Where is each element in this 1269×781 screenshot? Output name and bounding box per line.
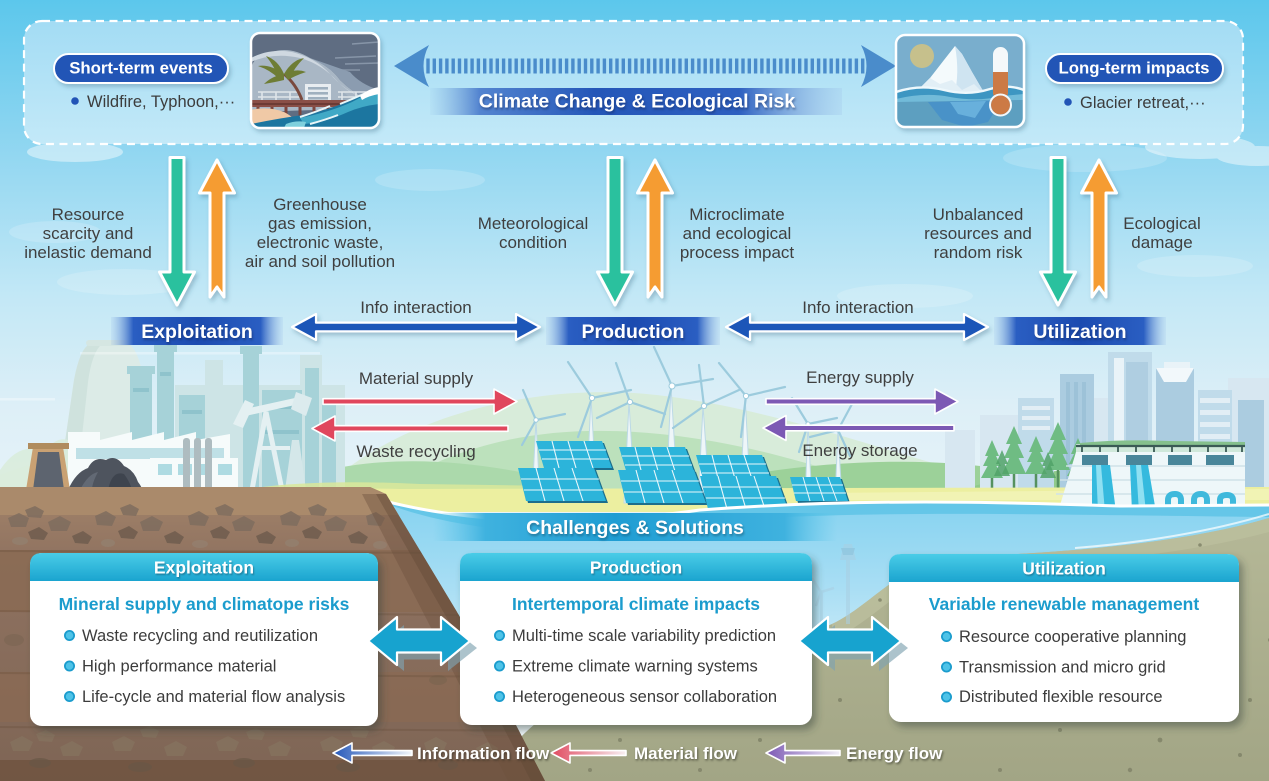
- svg-text:Unbalanced: Unbalanced: [933, 205, 1024, 224]
- svg-text:random risk: random risk: [934, 243, 1023, 262]
- svg-text:Info interaction: Info interaction: [360, 298, 472, 317]
- svg-text:Variable renewable management: Variable renewable management: [929, 594, 1200, 614]
- svg-text:scarcity and: scarcity and: [43, 224, 134, 243]
- svg-text:Information flow: Information flow: [417, 744, 550, 763]
- svg-text:Energy supply: Energy supply: [806, 368, 914, 387]
- svg-text:Long-term impacts: Long-term impacts: [1058, 59, 1209, 78]
- svg-text:Transmission and micro grid: Transmission and micro grid: [959, 659, 1166, 677]
- svg-text:Life-cycle and material flow a: Life-cycle and material flow analysis: [82, 688, 345, 706]
- svg-text:Production: Production: [582, 321, 685, 343]
- svg-text:air and soil pollution: air and soil pollution: [245, 252, 395, 271]
- svg-text:Energy storage: Energy storage: [802, 441, 917, 460]
- svg-text:Energy flow: Energy flow: [846, 744, 943, 763]
- svg-text:Extreme climate warning system: Extreme climate warning systems: [512, 658, 758, 676]
- svg-text:Distributed flexible resource: Distributed flexible resource: [959, 688, 1163, 706]
- svg-text:Meteorological: Meteorological: [478, 214, 589, 233]
- svg-text:inelastic demand: inelastic demand: [24, 243, 152, 262]
- svg-text:gas emission,: gas emission,: [268, 214, 372, 233]
- svg-text:Mineral supply and climatope r: Mineral supply and climatope risks: [59, 594, 350, 614]
- svg-text:damage: damage: [1131, 233, 1192, 252]
- svg-text:Exploitation: Exploitation: [154, 558, 254, 578]
- svg-text:Production: Production: [590, 558, 682, 578]
- svg-text:Multi-time scale variability p: Multi-time scale variability prediction: [512, 627, 776, 645]
- svg-text:Material flow: Material flow: [634, 744, 738, 763]
- svg-text:Waste recycling: Waste recycling: [356, 442, 475, 461]
- svg-text:Info interaction: Info interaction: [802, 298, 914, 317]
- svg-text:Glacier retreat,···: Glacier retreat,···: [1080, 94, 1206, 112]
- svg-text:Heterogeneous sensor collabora: Heterogeneous sensor collaboration: [512, 688, 777, 706]
- svg-text:High performance material: High performance material: [82, 658, 276, 676]
- svg-text:Intertemporal climate impacts: Intertemporal climate impacts: [512, 594, 760, 614]
- svg-text:resources and: resources and: [924, 224, 1032, 243]
- svg-text:Ecological: Ecological: [1123, 214, 1201, 233]
- svg-text:Wildfire, Typhoon,···: Wildfire, Typhoon,···: [87, 93, 235, 111]
- svg-text:process impact: process impact: [680, 243, 795, 262]
- svg-text:electronic waste,: electronic waste,: [257, 233, 384, 252]
- svg-text:Resource cooperative planning: Resource cooperative planning: [959, 628, 1186, 646]
- svg-text:Climate Change & Ecological Ri: Climate Change & Ecological Risk: [479, 91, 796, 113]
- svg-text:Utilization: Utilization: [1022, 559, 1106, 579]
- svg-text:Short-term events: Short-term events: [69, 59, 213, 78]
- svg-text:condition: condition: [499, 233, 567, 252]
- svg-text:Challenges & Solutions: Challenges & Solutions: [526, 517, 744, 539]
- svg-text:Material supply: Material supply: [359, 369, 474, 388]
- svg-text:Exploitation: Exploitation: [141, 321, 253, 343]
- svg-text:Resource: Resource: [52, 205, 125, 224]
- svg-text:Greenhouse: Greenhouse: [273, 195, 367, 214]
- svg-text:Utilization: Utilization: [1033, 321, 1126, 343]
- svg-text:and ecological: and ecological: [683, 224, 792, 243]
- svg-text:Waste recycling and reutilizat: Waste recycling and reutilization: [82, 627, 318, 645]
- svg-text:Microclimate: Microclimate: [689, 205, 784, 224]
